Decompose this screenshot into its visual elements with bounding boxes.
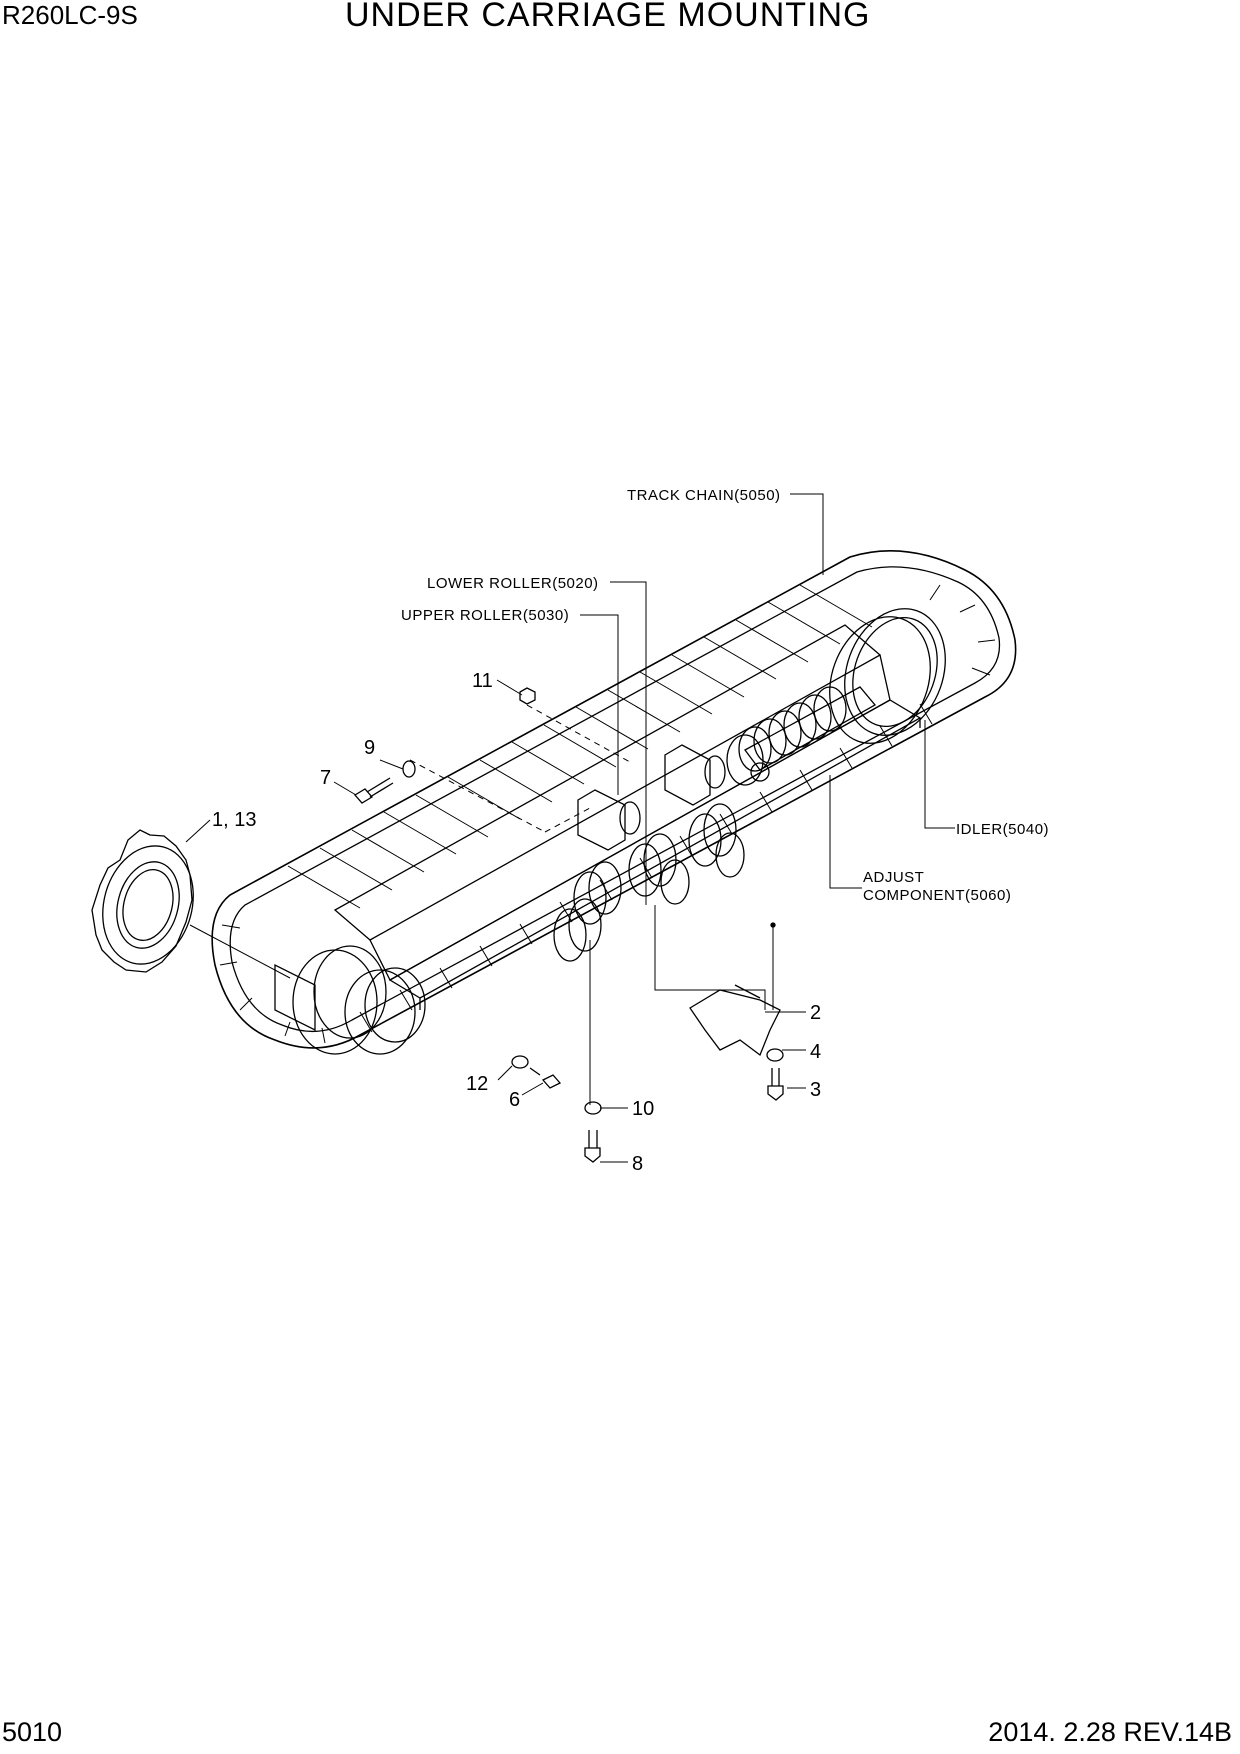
upper-roller [577,744,770,851]
revision-date: 2014. 2.28 REV.14B [988,1717,1232,1747]
callout-9: 9 [364,737,375,759]
assembly-lines [409,704,631,833]
page-number: 5010 [2,1717,63,1747]
adjust-component [726,686,876,786]
callout-10: 10 [632,1098,654,1120]
callout-11: 11 [472,670,493,692]
label-lower-roller: LOWER ROLLER(5020) [427,575,599,592]
label-adjust-line1: ADJUST [863,869,924,886]
callout-2: 2 [810,1002,821,1024]
track-frame [333,624,922,1010]
label-idler: IDLER(5040) [956,821,1049,838]
callout-3: 3 [810,1079,821,1101]
label-track-chain: TRACK CHAIN(5050) [627,487,781,504]
callout-7: 7 [320,767,331,789]
callout-1-13: 1, 13 [212,809,256,831]
label-upper-roller: UPPER ROLLER(5030) [401,607,569,624]
model-name: R260LC-9S [2,0,138,30]
fasteners [353,687,784,1163]
lower-rollers [553,803,745,962]
leader-lines [185,493,955,1163]
idler [829,608,946,744]
callout-8: 8 [632,1153,643,1175]
callout-12: 12 [466,1073,488,1095]
sprocket [91,829,194,973]
label-adjust-line2: COMPONENT(5060) [863,887,1011,904]
callout-6: 6 [509,1089,520,1111]
callout-4: 4 [810,1041,821,1063]
travel-motor [274,945,426,1055]
track-guard [689,984,781,1057]
page-title: UNDER CARRIAGE MOUNTING [345,0,871,34]
